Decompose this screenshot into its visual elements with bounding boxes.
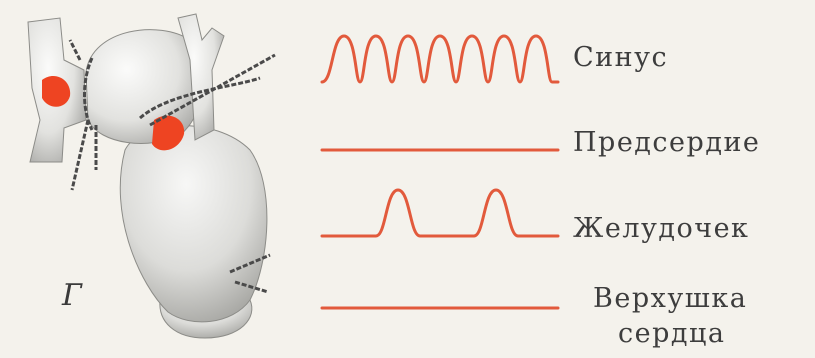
- apex-label-line2: сердца: [618, 318, 725, 349]
- sinus-trace: [322, 36, 558, 82]
- ventricle-trace: [322, 190, 558, 236]
- sinus-label: Синус: [573, 42, 668, 73]
- apex-label-line1: Верхушка: [593, 283, 747, 314]
- atrium-label: Предсердие: [573, 127, 760, 158]
- ventricle-label: Желудочек: [573, 213, 749, 244]
